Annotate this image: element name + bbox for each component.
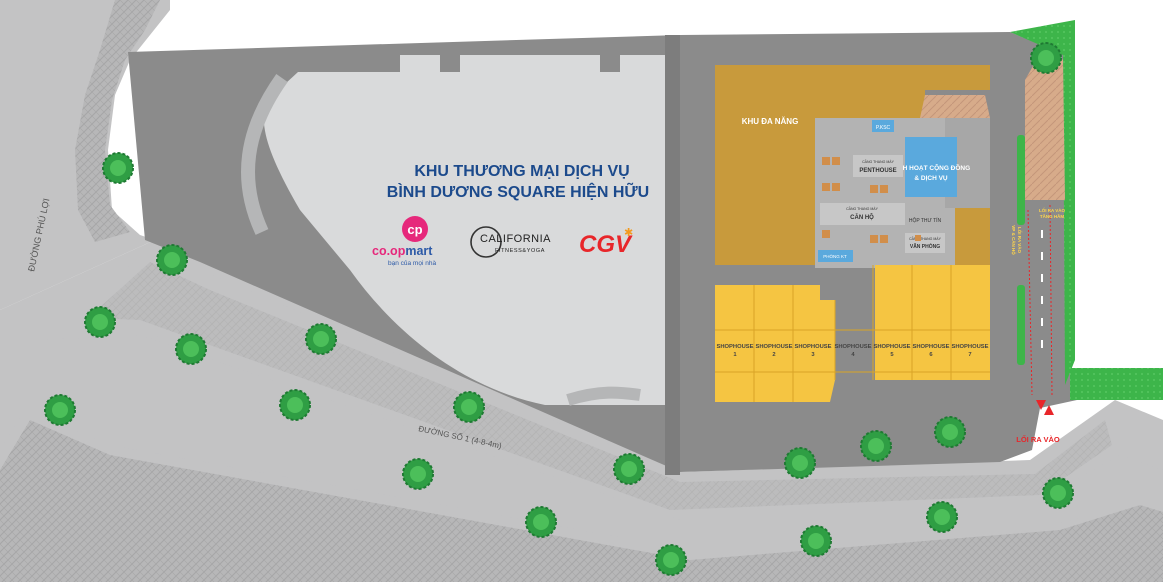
vanphong-label: VĂN PHÒNG [910, 242, 940, 250]
community-label-2: & DỊCH VỤ [914, 175, 948, 182]
tree-canopy-icon [313, 331, 329, 347]
tree-canopy-icon [164, 252, 180, 268]
left-median-grass-2 [1017, 135, 1025, 225]
coopmart-mark-text: cp [407, 222, 422, 237]
california-mark-icon [470, 226, 502, 258]
shophouse-2-number: 2 [772, 352, 775, 358]
coopmart-logo: cp co.opmart bạn của mọi nhà [372, 216, 436, 267]
hop-thu-label: HỘP THƯ TÍN [909, 217, 942, 224]
mall-building [263, 55, 665, 405]
penthouse-small-label: CẦNG THANG MÁY [862, 160, 894, 164]
lower-road-lane [0, 335, 1163, 550]
mall-arc-bottom [566, 386, 641, 406]
ramp-access-label: LỐI RA VÀO VP & CĂN HỘ [1011, 225, 1023, 255]
shophouse-5-number: 5 [890, 352, 894, 358]
khu-da-nang-right [955, 205, 990, 265]
tree-canopy-icon [792, 455, 808, 471]
california-name: CALIFORNIA [480, 233, 551, 245]
shophouse-block [715, 265, 990, 402]
mall-arc-outline [241, 73, 288, 235]
shophouse-strip [715, 265, 990, 402]
shophouse-6-label: SHOPHOUSE [912, 344, 949, 350]
shophouse-7-label: SHOPHOUSE [951, 344, 988, 350]
tree-canopy-icon [934, 509, 950, 525]
shophouse-1-number: 1 [733, 352, 737, 358]
tree-canopy-icon [1038, 50, 1054, 66]
tree-canopy-icon [410, 466, 426, 482]
basement-label-1: LỐI RA VÀO [1039, 207, 1066, 213]
red-route-line [1027, 209, 1033, 396]
shophouse-2-label: SHOPHOUSE [755, 344, 792, 350]
left-median-grass [1017, 285, 1025, 365]
tree-canopy-icon [1050, 485, 1066, 501]
right-grass-patch [1070, 368, 1163, 400]
tree-canopy-icon [533, 514, 549, 530]
vanphong-lobby [905, 233, 945, 253]
penthouse-label: PENTHOUSE [859, 168, 896, 174]
canho-small-label: CẦNG THANG MÁY [846, 207, 878, 211]
tree-canopy-icon [808, 533, 824, 549]
lower-sidewalk [0, 420, 1163, 582]
brick-walkway [1025, 45, 1065, 200]
cgv-name: CGV [579, 231, 633, 258]
vanphong-small-label: CẦNG THANG MÁY [909, 237, 941, 241]
ramp-label-1: LỐI RA VÀO [1017, 227, 1023, 254]
right-green-strip [1010, 20, 1075, 385]
shophouse-4-number: 4 [851, 352, 855, 358]
entry-exit-label: LỐI RA VÀO [1016, 434, 1060, 444]
shophouse-4-label: SHOPHOUSE [834, 344, 871, 350]
tree-canopy-icon [663, 552, 679, 568]
canho-lobby [820, 203, 905, 225]
mall-title-line2: BÌNH DƯƠNG SQUARE HIỆN HỮU [387, 181, 649, 201]
basement-label-2: TẦNG HẦM [1040, 213, 1064, 219]
tree-canopy-icon [868, 438, 884, 454]
shophouse-5-label: SHOPHOUSE [873, 344, 910, 350]
elevator-icons [822, 157, 921, 243]
cgv-logo: CGV ✱ [579, 227, 633, 258]
brick-roof [920, 95, 990, 118]
khu-da-nang-label: KHU ĐA NĂNG [742, 117, 799, 126]
shophouse-6-number: 6 [929, 352, 933, 358]
canho-label: CĂN HỘ [850, 213, 874, 221]
cgv-star-icon: ✱ [624, 227, 633, 239]
mall-divider [665, 35, 680, 475]
phong-kt-label: PHÒNG KT [823, 253, 847, 259]
tree-canopy-icon [461, 399, 477, 415]
trees [44, 42, 1074, 576]
california-fitness-logo: CALIFORNIA FITNESS&YOGA [470, 226, 551, 258]
basement-access-label: LỐI RA VÀO TẦNG HẦM [1039, 207, 1066, 219]
shophouse-labels: SHOPHOUSE 1 SHOPHOUSE 2 SHOPHOUSE 3 SHOPHOUSE 4… [716, 344, 988, 358]
shophouse-1-label: SHOPHOUSE [716, 344, 753, 350]
coopmart-name: co.opmart [372, 244, 433, 258]
ramp-label-2: VP & CĂN HỘ [1011, 225, 1018, 255]
tree-canopy-icon [287, 397, 303, 413]
community-zone [905, 137, 957, 197]
exit-arrow-down-icon [1036, 400, 1046, 410]
phong-kt-room [818, 250, 853, 262]
mall-title-line1: KHU THƯƠNG MẠI DỊCH VỤ [414, 163, 629, 180]
tree-canopy-icon [183, 341, 199, 357]
entry-arrow-up-icon [1044, 405, 1054, 415]
tree-canopy-icon [92, 314, 108, 330]
tree-canopy-icon [52, 402, 68, 418]
tree-canopy-icon [621, 461, 637, 477]
coopmart-tagline: bạn của mọi nhà [388, 259, 436, 267]
shophouse-dividers [715, 265, 990, 402]
community-label-1: SINH HOẠT CỘNG ĐỒNG [892, 162, 970, 172]
shophouse-3-number: 3 [811, 352, 815, 358]
tree-canopy-icon [942, 424, 958, 440]
california-sub: FITNESS&YOGA [495, 248, 545, 254]
shophouse-7-number: 7 [968, 352, 971, 358]
tree-canopy-icon [110, 160, 126, 176]
phu-loi-sidewalk [75, 0, 160, 242]
shophouse-3-label: SHOPHOUSE [794, 344, 831, 350]
penthouse-lobby [853, 155, 903, 177]
upper-curb [88, 262, 1112, 510]
coopmart-mark-icon [402, 216, 428, 242]
panic-label: P.KSC [876, 125, 891, 131]
panic-room [872, 120, 894, 132]
